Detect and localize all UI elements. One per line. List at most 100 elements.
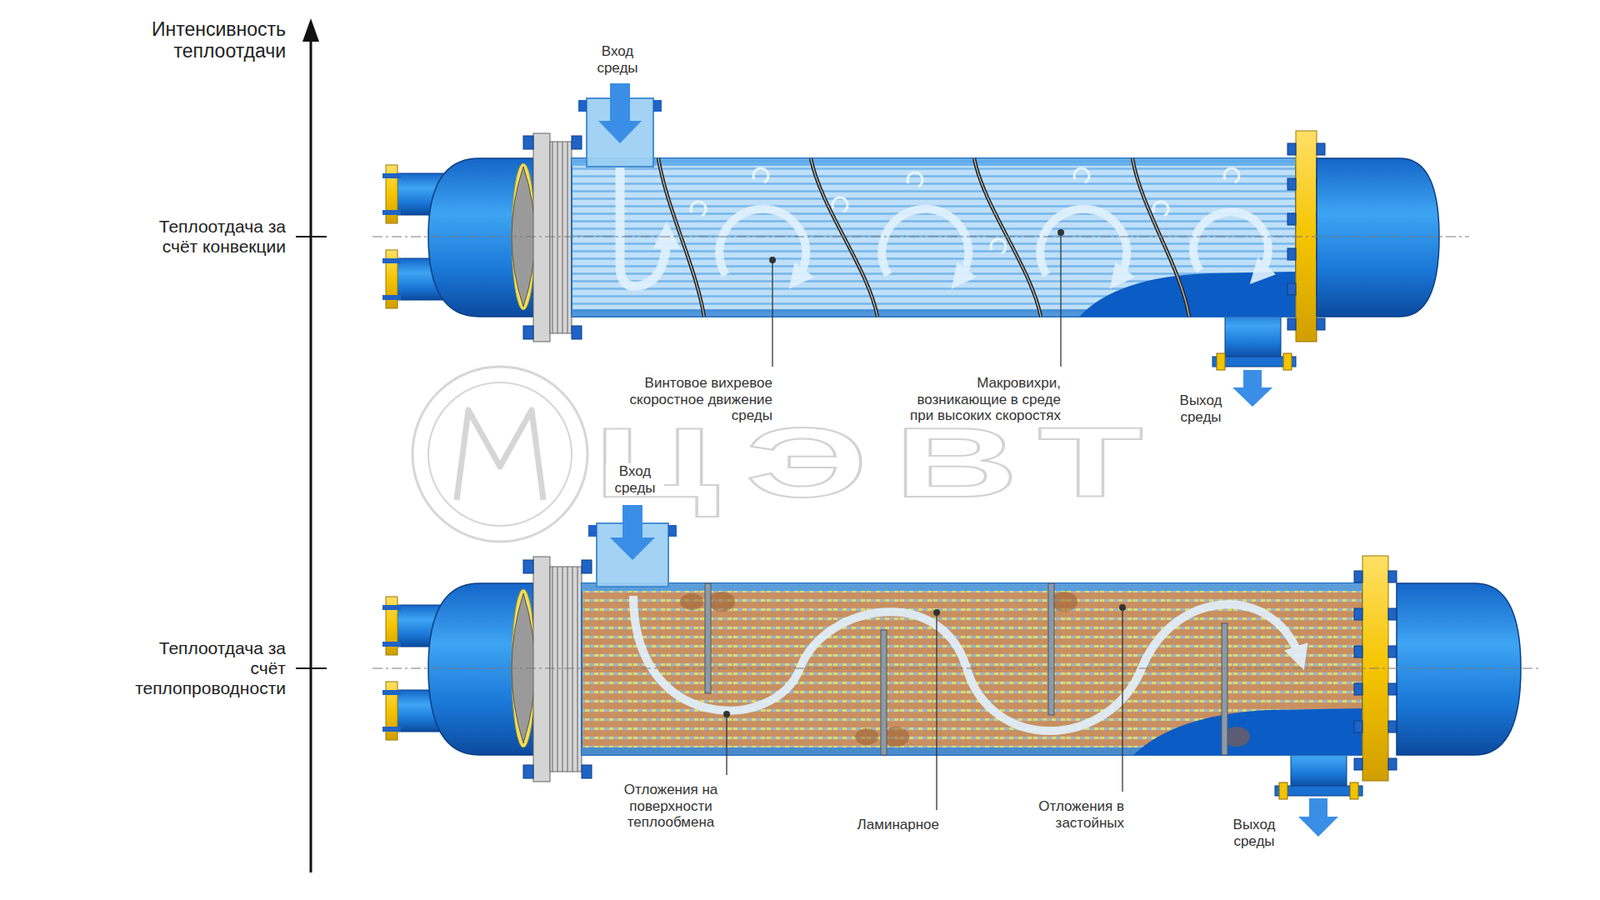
segmental-baffle <box>1048 583 1055 715</box>
vortex-flow <box>1153 201 1169 216</box>
channel-head <box>428 583 535 755</box>
body-flange <box>1316 143 1325 155</box>
end-nozzle <box>382 173 401 179</box>
outlet-label: Выход среды <box>1171 392 1230 425</box>
flow-arrow <box>1298 798 1339 837</box>
leader-line <box>725 714 727 775</box>
callout-label-box: Отложения на поверхности теплообмена <box>612 781 730 831</box>
end-nozzle <box>382 605 401 610</box>
body-flange <box>1388 645 1397 658</box>
vortex-flow <box>719 209 806 280</box>
body-flange <box>1287 283 1296 295</box>
leader-line <box>935 612 937 810</box>
body-flange <box>1354 608 1363 620</box>
axis-level-label-box: Теплоотдача за счёт конвекции <box>135 216 286 257</box>
watermark-logo <box>456 410 544 500</box>
outlet-nozzle <box>1279 782 1288 800</box>
body-flange <box>1354 683 1363 695</box>
inlet-label: Вход среды <box>588 43 647 76</box>
inlet-nozzle <box>588 525 597 537</box>
flow-arrow <box>610 505 655 560</box>
shell-tube-bundle <box>581 583 1363 755</box>
axis-title-box: Интенсивность теплоотдачи <box>119 18 286 63</box>
inlet-nozzle <box>578 100 587 112</box>
watermark-logo <box>412 366 588 542</box>
deposit-zone <box>855 728 879 745</box>
laminar-flow <box>633 595 1300 731</box>
outlet-label: Выход среды <box>1225 816 1284 850</box>
leader-line <box>771 260 773 367</box>
center-line <box>372 668 1541 670</box>
inlet-label: Вход среды <box>605 463 665 496</box>
rear-head <box>1316 158 1440 317</box>
tube-sheet <box>523 765 534 779</box>
vortex-flow <box>881 209 969 280</box>
body-flange <box>1287 143 1296 155</box>
inlet-nozzle <box>653 100 662 112</box>
helical-baffle <box>658 158 1190 317</box>
center-line <box>372 668 1541 670</box>
tube-sheet <box>550 141 572 334</box>
deposit-zone <box>1050 591 1078 612</box>
body-flange <box>1354 720 1363 733</box>
helical-baffle <box>1132 158 1190 317</box>
deposit-zone <box>680 593 704 610</box>
flow-arrow <box>1298 798 1339 837</box>
axis-level-label-box: Теплоотдача за счёт теплопроводности <box>119 638 286 699</box>
vortex-flow <box>753 168 769 183</box>
tube-sheet <box>581 765 592 779</box>
body-flange <box>1388 683 1397 695</box>
flow-arrow <box>1232 370 1273 407</box>
leader-line <box>723 604 1126 810</box>
shell-tube-bundle <box>581 583 1363 591</box>
tube-sheet <box>533 556 550 782</box>
axis <box>310 36 313 873</box>
laminar-flow <box>633 595 1300 731</box>
end-nozzle <box>382 295 401 300</box>
tube-sheet <box>523 325 534 340</box>
tube-sheet <box>571 325 582 340</box>
end-nozzle <box>382 690 401 695</box>
helical-baffle <box>810 158 878 317</box>
inlet-nozzle <box>668 525 677 537</box>
flow-arrow <box>598 83 642 144</box>
helical-baffle <box>974 158 1041 317</box>
tube-sheet <box>550 566 582 772</box>
axis <box>295 235 327 238</box>
vortex-flow <box>1074 168 1090 183</box>
body-flange <box>1287 248 1296 260</box>
outlet-label-box: Выход среды <box>1225 816 1284 850</box>
axis <box>295 667 327 670</box>
outlet-nozzle <box>1350 782 1359 800</box>
vortex-flow <box>832 197 848 212</box>
body-flange <box>1316 318 1325 330</box>
vortex-flow <box>1193 211 1269 275</box>
vortex-flow <box>690 201 706 216</box>
end-nozzle <box>382 726 401 732</box>
body-flange <box>1287 213 1296 225</box>
axis-level-label: Теплоотдача за счёт конвекции <box>135 216 286 257</box>
watermark-logo <box>428 382 572 526</box>
body-flange <box>1287 178 1296 190</box>
inlet-label-box: Вход среды <box>605 463 665 496</box>
segmental-baffle <box>1221 623 1228 755</box>
outlet-label-box: Выход среды <box>1171 392 1230 425</box>
callout-label: Ламинарное <box>841 816 940 834</box>
shell-tube-bundle <box>571 158 1296 317</box>
body-flange <box>1354 645 1363 658</box>
tube-sheet <box>571 135 582 150</box>
helical-baffle <box>974 158 1041 317</box>
watermark-box: ЦЭВТ <box>593 413 923 512</box>
vortex-flow <box>620 166 1269 287</box>
leader-line <box>1121 607 1123 792</box>
tube-sheet <box>533 133 550 342</box>
watermark: ЦЭВТ <box>593 413 1170 512</box>
shell-tube-bundle <box>581 583 1363 755</box>
body-flange <box>1388 720 1397 733</box>
vortex-flow <box>990 239 1006 254</box>
leader-line <box>1060 232 1061 367</box>
body-flange <box>1354 758 1363 770</box>
tube-sheet <box>523 135 534 150</box>
outlet-nozzle <box>1283 353 1292 370</box>
